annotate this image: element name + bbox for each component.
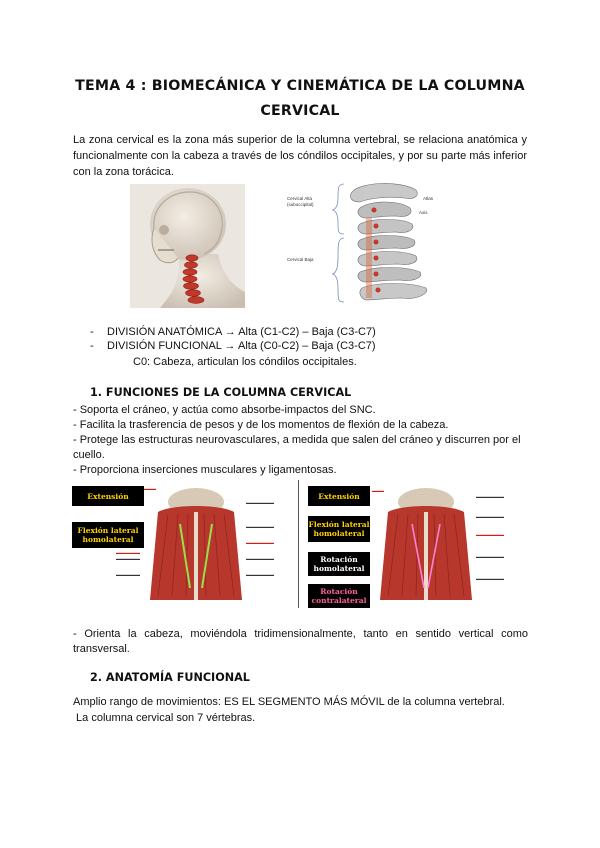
label-axis: Axis: [419, 210, 428, 215]
section1-heading: 1. FUNCIONES DE LA COLUMNA CERVICAL: [90, 386, 352, 399]
label-cervical-alta: Cervical Alta (suboccipital): [287, 196, 314, 207]
division-anatomica: DIVISIÓN ANATÓMICA → Alta (C1-C2) – Baja…: [107, 326, 376, 338]
neck-muscles-back-left: [150, 488, 242, 600]
head-neck-image: [130, 184, 245, 308]
c0-note: C0: Cabeza, articulan los cóndilos occip…: [133, 356, 357, 368]
cervical-spine-image: [330, 178, 440, 304]
figure-divider: [298, 480, 299, 608]
page-title: TEMA 4 : BIOMECÁNICA Y CINEMÁTICA DE LA …: [75, 78, 525, 94]
bullet-dash: -: [90, 340, 94, 352]
label-rotacion-homolateral: Rotación homolateral: [308, 552, 370, 576]
label-rotacion-contralateral: Rotación contralateral: [308, 584, 370, 608]
label-extension-right: Extensión: [308, 486, 370, 506]
label-cervical-baja: Cervical Baja: [287, 257, 314, 262]
label-flexion-lateral-left: Flexión lateral homolateral: [72, 522, 144, 548]
label-flexion-lateral-right: Flexión lateral homolateral: [308, 516, 370, 542]
function-item-3: - Protege las estructuras neurovasculare…: [73, 434, 521, 461]
page-title-line2: CERVICAL: [260, 103, 340, 119]
function-item-4: - Proporciona inserciones musculares y l…: [73, 464, 337, 476]
muscle-figure: Extensión Flexión lateral homolateral ▬▬…: [72, 480, 528, 610]
anatomy-line-1: Amplio rango de movimientos: ES EL SEGME…: [73, 696, 505, 708]
intro-paragraph: La zona cervical es la zona más superior…: [73, 134, 527, 178]
label-extension-left: Extensión: [72, 486, 144, 506]
function-item-1: - Soporta el cráneo, y actúa como absorb…: [73, 404, 376, 416]
anatomy-line-2: La columna cervical son 7 vértebras.: [73, 712, 256, 724]
division-funcional: DIVISIÓN FUNCIONAL → Alta (C0-C2) – Baja…: [107, 340, 376, 352]
section2-heading: 2. ANATOMÍA FUNCIONAL: [90, 671, 250, 684]
neck-muscles-back-right: [380, 488, 472, 600]
label-atlas: Atlas: [423, 196, 434, 201]
function-item-5: - Orienta la cabeza, moviéndola tridimen…: [73, 628, 528, 655]
function-item-2: - Facilita la trasferencia de pesos y de…: [73, 419, 449, 431]
bullet-dash: -: [90, 326, 94, 338]
